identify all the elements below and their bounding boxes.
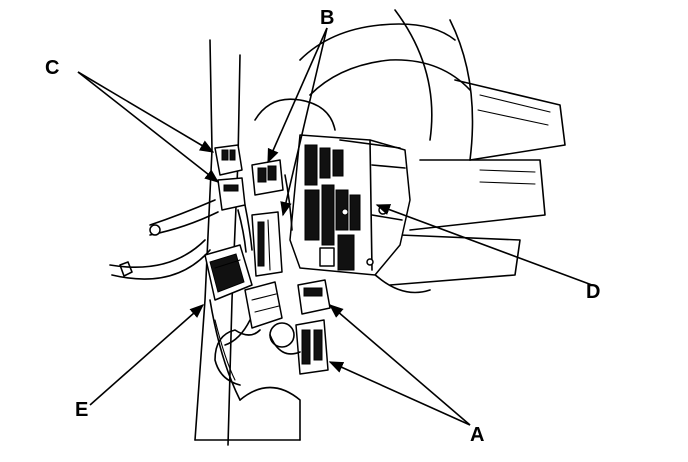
connector-b-upper [251, 159, 284, 196]
connector-c-upper [214, 144, 243, 176]
callout-e: E [75, 399, 89, 421]
leader-a-upper [328, 304, 471, 426]
leader-b-upper [267, 27, 328, 164]
leader-e [89, 304, 205, 406]
leader-c-lower [77, 71, 220, 183]
leader-b-lower [280, 27, 328, 217]
leader-d [375, 204, 593, 286]
callout-d: D [586, 281, 601, 303]
wire-harness [109, 174, 301, 386]
connector-center [244, 281, 283, 329]
connector-a-lower [295, 319, 329, 375]
leader-lines [77, 27, 593, 426]
fuse-relay-box [289, 134, 411, 276]
connector-b-lower [251, 211, 283, 277]
callout-a: A [470, 424, 485, 446]
connector-a-upper [297, 279, 331, 315]
callout-b: B [320, 7, 335, 29]
callout-c: C [45, 57, 60, 79]
connector-c-lower [217, 177, 246, 211]
body-panel-outline [194, 9, 566, 446]
leader-a-lower [328, 361, 471, 426]
leader-c-upper [77, 71, 215, 153]
connector-e [204, 244, 253, 301]
